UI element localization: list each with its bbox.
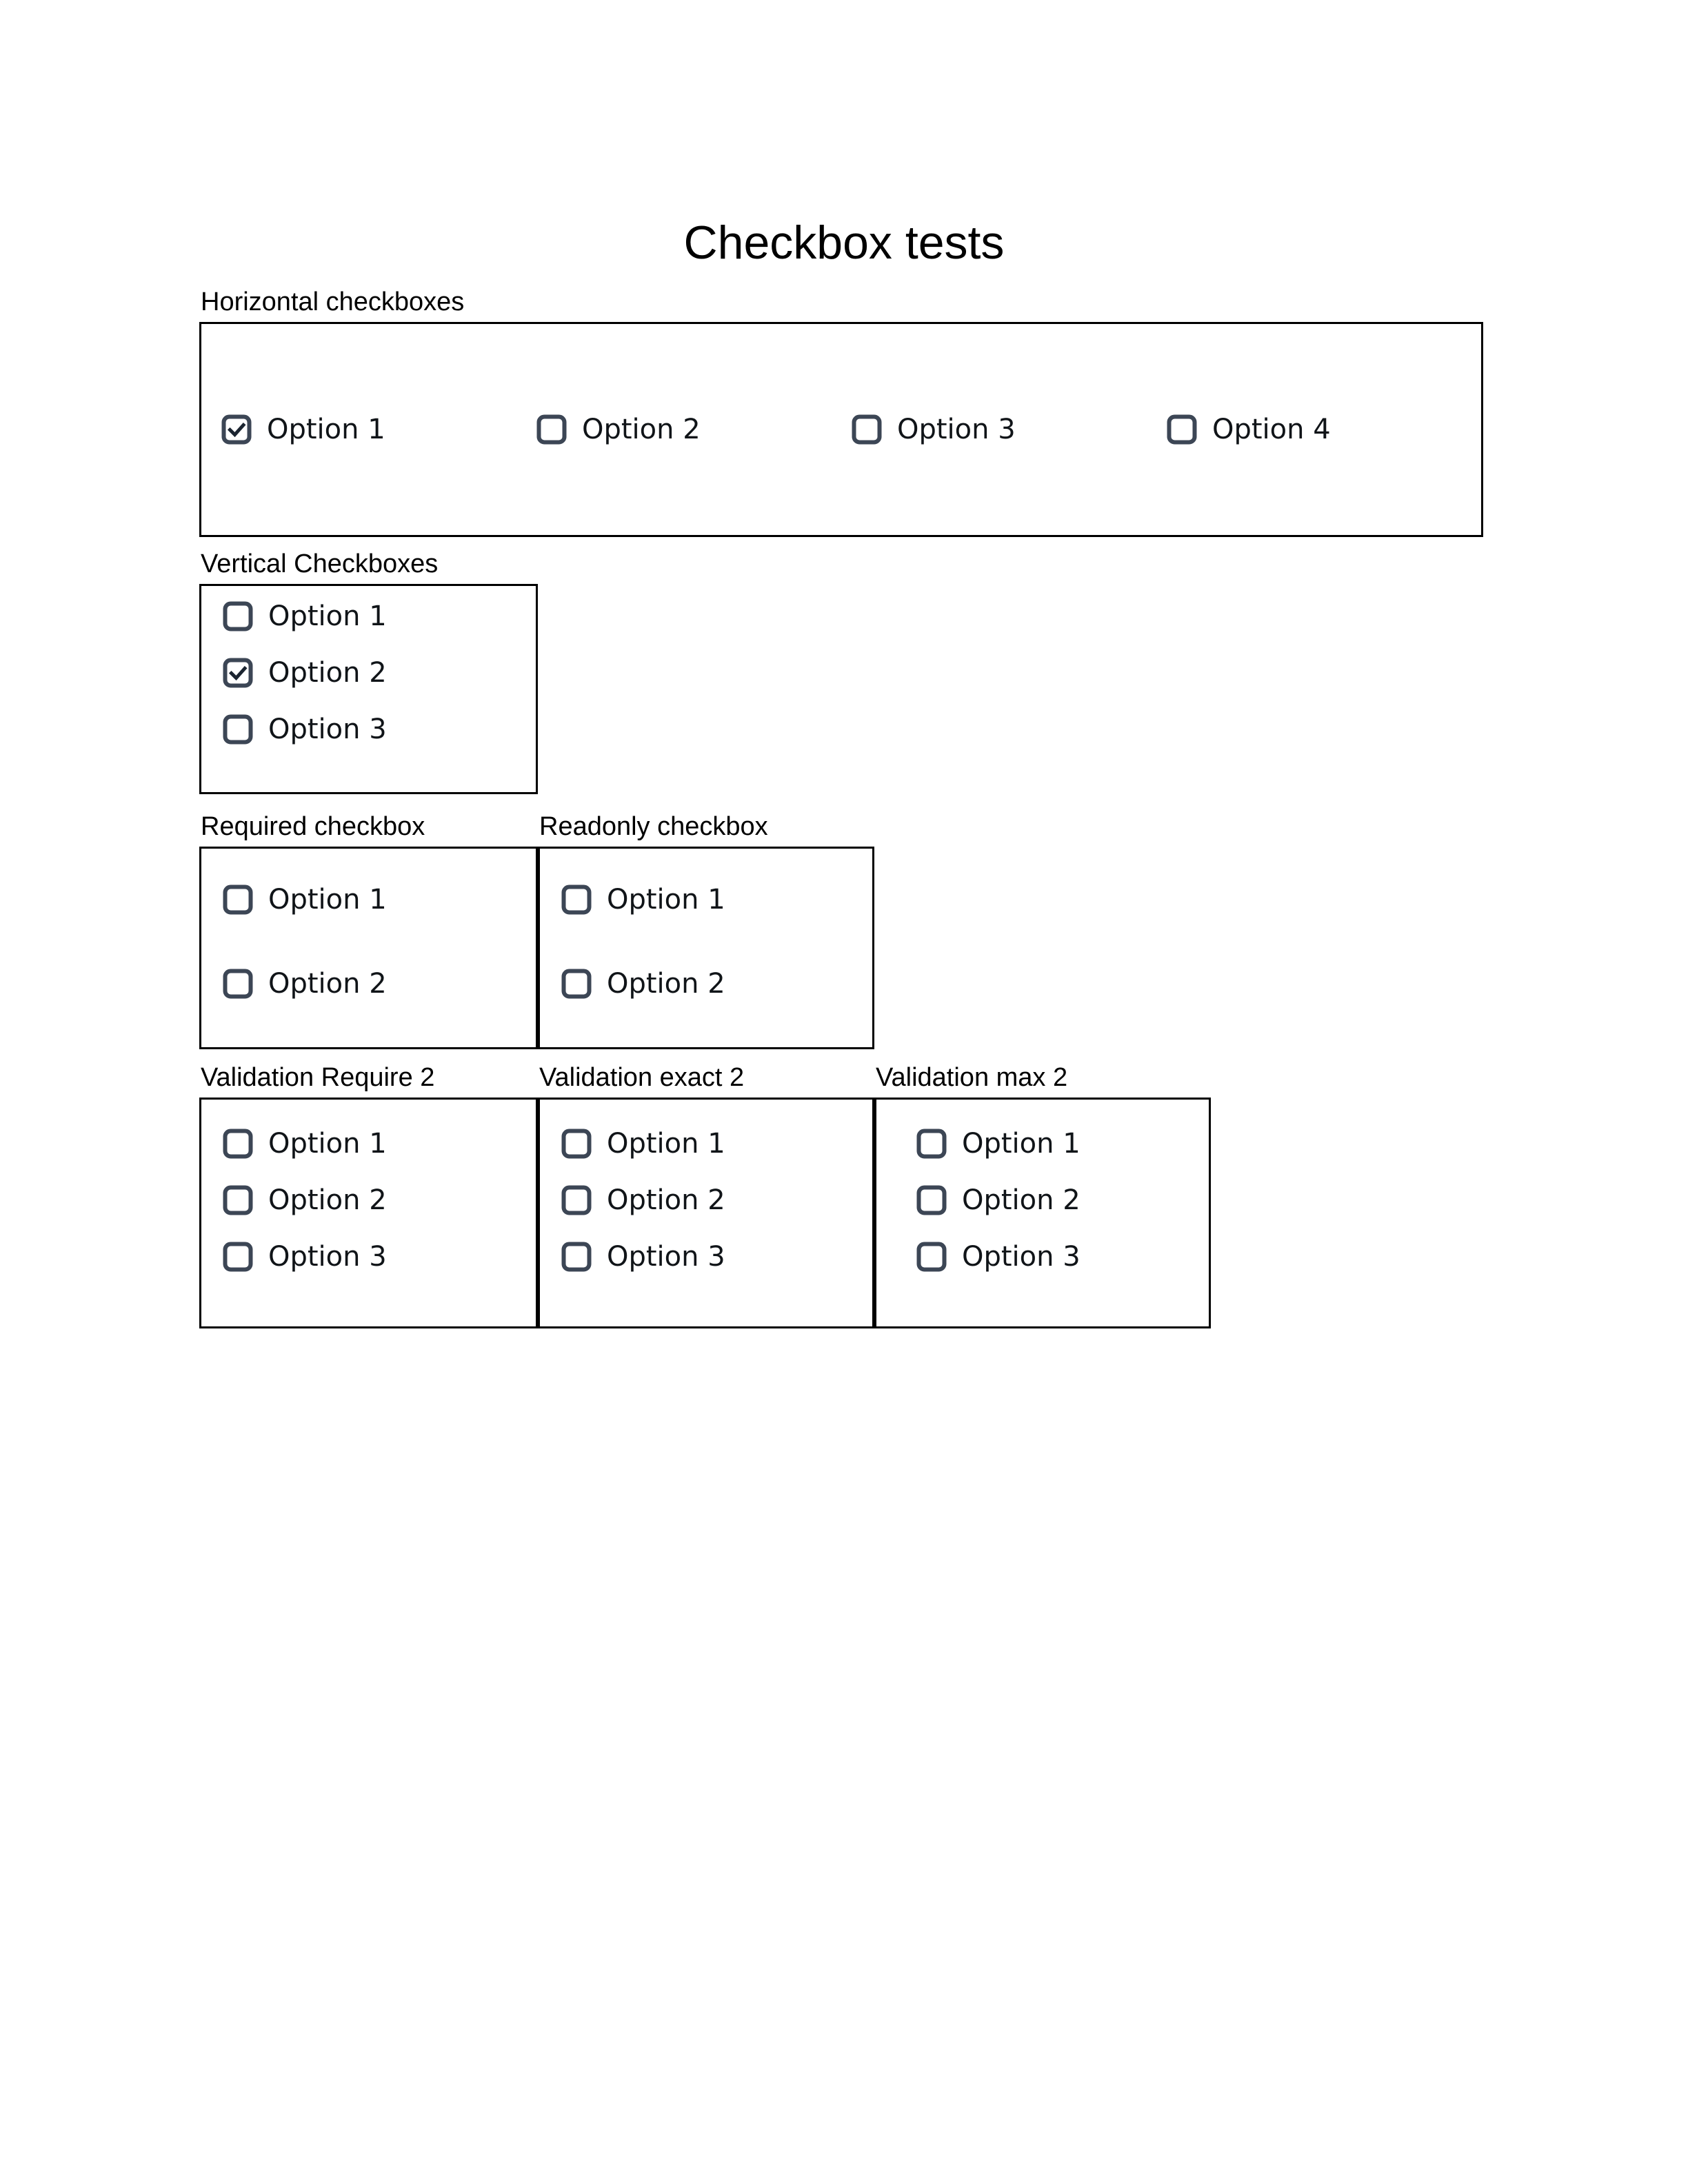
checkbox-unchecked-icon[interactable] — [223, 969, 253, 999]
checkbox-label: Option 2 — [607, 1184, 725, 1216]
checkbox-row[interactable]: Option 3 — [561, 1242, 872, 1272]
checkbox-unchecked-icon[interactable] — [916, 1242, 947, 1272]
checkbox-row-container-readonly: Option 1 Option 2 — [561, 884, 872, 999]
group-box-vertical: Option 1 Option 2 Option 3 — [199, 584, 538, 794]
checkbox-label: Option 2 — [607, 968, 725, 1000]
checkbox-label: Option 2 — [268, 657, 387, 689]
checkbox-row[interactable]: Option 3 — [223, 1242, 536, 1272]
group-label-horizontal: Horizontal checkboxes — [201, 287, 465, 316]
checkbox-label: Option 1 — [268, 1128, 387, 1160]
checkbox-row[interactable]: Option 1 — [561, 884, 872, 915]
checkbox-label: Option 3 — [962, 1241, 1081, 1273]
checkbox-label: Option 1 — [268, 600, 387, 632]
group-label-required: Required checkbox — [201, 812, 425, 841]
checkbox-group-readonly: Readonly checkbox Option 1 Option 2 — [538, 811, 874, 1049]
checkbox-unchecked-icon[interactable] — [561, 1129, 592, 1159]
checkbox-row[interactable]: Option 2 — [223, 658, 536, 688]
checkbox-row[interactable]: Option 2 — [536, 414, 852, 445]
checkbox-row[interactable]: Option 3 — [852, 414, 1167, 445]
checkbox-checked-icon[interactable] — [223, 658, 253, 688]
checkbox-row[interactable]: Option 2 — [561, 1185, 872, 1215]
group-box-readonly: Option 1 Option 2 — [538, 847, 874, 1049]
checkbox-unchecked-icon[interactable] — [223, 1185, 253, 1215]
checkbox-row[interactable]: Option 4 — [1167, 414, 1482, 445]
group-box-validation-require: Option 1 Option 2 Option 3 — [199, 1098, 538, 1328]
checkbox-unchecked-icon[interactable] — [223, 1129, 253, 1159]
checkbox-row[interactable]: Option 1 — [916, 1129, 1209, 1159]
checkbox-unchecked-icon[interactable] — [561, 1185, 592, 1215]
checkbox-label: Option 3 — [268, 1241, 387, 1273]
group-label-readonly: Readonly checkbox — [539, 812, 768, 841]
checkbox-unchecked-icon[interactable] — [852, 414, 882, 445]
checkbox-unchecked-icon[interactable] — [561, 969, 592, 999]
checkbox-row-container-validation-exact: Option 1 Option 2 Option 3 — [561, 1129, 872, 1272]
checkbox-unchecked-icon[interactable] — [561, 884, 592, 915]
checkbox-row-container-required: Option 1 Option 2 — [223, 884, 536, 999]
checkbox-label: Option 1 — [607, 884, 725, 916]
checkbox-label: Option 3 — [607, 1241, 725, 1273]
checkbox-label: Option 2 — [962, 1184, 1081, 1216]
checkbox-label: Option 3 — [897, 414, 1016, 445]
checkbox-unchecked-icon[interactable] — [561, 1242, 592, 1272]
checkbox-label: Option 2 — [582, 414, 701, 445]
checkbox-row-container-validation-max: Option 1 Option 2 Option 3 — [916, 1129, 1209, 1272]
checkbox-label: Option 1 — [267, 414, 385, 445]
group-label-vertical: Vertical Checkboxes — [201, 549, 439, 578]
checkbox-group-required: Required checkbox Option 1 Option 2 — [199, 811, 538, 1049]
checkbox-checked-icon[interactable] — [221, 414, 252, 445]
checkbox-unchecked-icon[interactable] — [223, 601, 253, 631]
checkbox-row[interactable]: Option 1 — [223, 1129, 536, 1159]
checkbox-row[interactable]: Option 1 — [221, 414, 536, 445]
checkbox-unchecked-icon[interactable] — [223, 1242, 253, 1272]
checkbox-row-container-validation-require: Option 1 Option 2 Option 3 — [223, 1129, 536, 1272]
checkbox-row[interactable]: Option 2 — [223, 1185, 536, 1215]
checkbox-row[interactable]: Option 1 — [223, 884, 536, 915]
group-box-horizontal: Option 1 Option 2 Option 3 Option 4 — [199, 322, 1483, 537]
checkbox-label: Option 1 — [962, 1128, 1081, 1160]
group-label-validation-require: Validation Require 2 — [201, 1063, 435, 1092]
group-label-validation-exact: Validation exact 2 — [539, 1063, 745, 1092]
checkbox-row-container-vertical: Option 1 Option 2 Option 3 — [223, 601, 536, 745]
checkbox-row[interactable]: Option 2 — [916, 1185, 1209, 1215]
group-label-validation-max: Validation max 2 — [876, 1063, 1068, 1092]
group-box-validation-max: Option 1 Option 2 Option 3 — [874, 1098, 1211, 1328]
checkbox-unchecked-icon[interactable] — [916, 1129, 947, 1159]
group-box-required: Option 1 Option 2 — [199, 847, 538, 1049]
group-box-validation-exact: Option 1 Option 2 Option 3 — [538, 1098, 874, 1328]
checkbox-label: Option 1 — [268, 884, 387, 916]
checkbox-row[interactable]: Option 2 — [223, 969, 536, 999]
checkbox-label: Option 4 — [1212, 414, 1331, 445]
checkbox-row[interactable]: Option 1 — [561, 1129, 872, 1159]
checkbox-unchecked-icon[interactable] — [1167, 414, 1197, 445]
page-title: Checkbox tests — [683, 216, 1005, 269]
checkbox-row[interactable]: Option 1 — [223, 601, 536, 631]
checkbox-label: Option 2 — [268, 968, 387, 1000]
checkbox-unchecked-icon[interactable] — [223, 884, 253, 915]
checkbox-row[interactable]: Option 3 — [916, 1242, 1209, 1272]
checkbox-row[interactable]: Option 2 — [561, 969, 872, 999]
checkbox-label: Option 1 — [607, 1128, 725, 1160]
checkbox-unchecked-icon[interactable] — [223, 714, 253, 745]
checkbox-unchecked-icon[interactable] — [916, 1185, 947, 1215]
checkbox-row-container-horizontal: Option 1 Option 2 Option 3 Option 4 — [221, 324, 1482, 535]
checkbox-label: Option 3 — [268, 714, 387, 745]
checkbox-label: Option 2 — [268, 1184, 387, 1216]
checkbox-unchecked-icon[interactable] — [536, 414, 567, 445]
checkbox-row[interactable]: Option 3 — [223, 714, 536, 745]
